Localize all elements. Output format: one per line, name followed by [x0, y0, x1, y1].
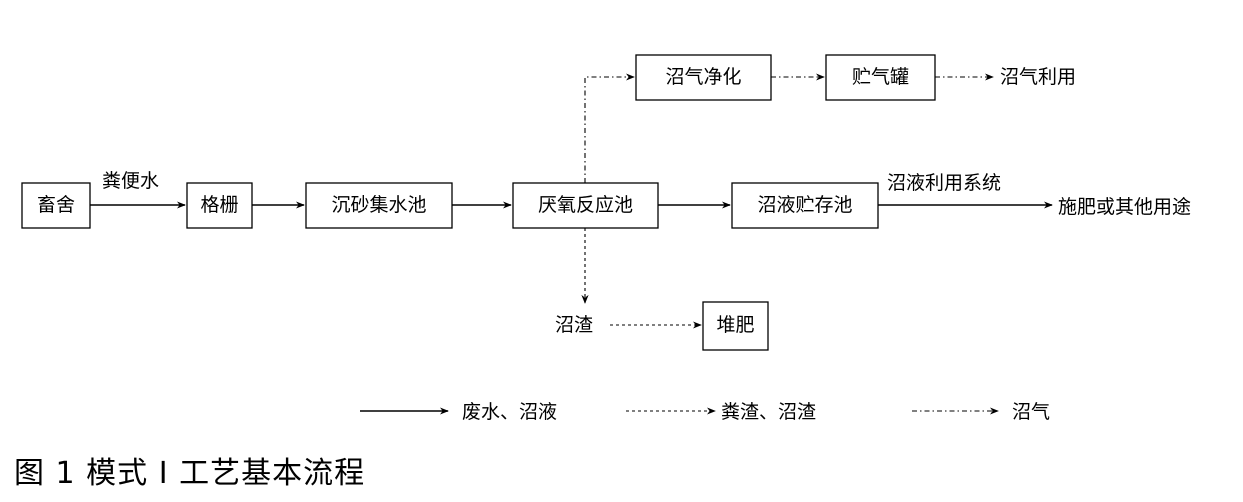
label-slurry-system: 沼液利用系统 — [887, 172, 1001, 194]
node-gas-tank: 贮气罐 — [825, 54, 936, 101]
svg-text:沼气净化: 沼气净化 — [665, 66, 741, 88]
label-manure-water: 粪便水 — [102, 170, 159, 192]
svg-text:沼液贮存池: 沼液贮存池 — [757, 194, 852, 216]
svg-text:畜舍: 畜舍 — [37, 194, 75, 216]
svg-text:沉砂集水池: 沉砂集水池 — [331, 194, 426, 216]
node-grit-chamber: 沉砂集水池 — [305, 182, 453, 229]
svg-text:堆肥: 堆肥 — [716, 314, 754, 336]
legend-solid-label: 废水、沼液 — [462, 401, 557, 423]
legend-dashdot-label: 沼气 — [1012, 401, 1050, 423]
figure-caption: 图 1 模式 Ⅰ 工艺基本流程 — [14, 456, 366, 491]
node-compost: 堆肥 — [702, 301, 769, 351]
node-anaerobic-tank: 厌氧反应池 — [512, 182, 659, 229]
svg-text:贮气罐: 贮气罐 — [852, 66, 909, 88]
node-digestate-storage: 沼液贮存池 — [731, 182, 879, 229]
node-screen: 格栅 — [186, 182, 253, 229]
node-biogas-purification: 沼气净化 — [635, 54, 772, 101]
label-fertilizer-use: 施肥或其他用途 — [1058, 196, 1191, 218]
label-biogas-use: 沼气利用 — [1000, 66, 1076, 88]
legend: 废水、沼液 粪渣、沼渣 沼气 — [360, 401, 1050, 423]
node-livestock-house: 畜舍 — [21, 182, 91, 229]
label-residue: 沼渣 — [555, 314, 593, 336]
svg-text:格栅: 格栅 — [200, 194, 238, 216]
arrow-anaerobic-to-purification — [584, 73, 635, 183]
svg-text:厌氧反应池: 厌氧反应池 — [538, 194, 633, 216]
legend-dashed-label: 粪渣、沼渣 — [721, 401, 816, 423]
